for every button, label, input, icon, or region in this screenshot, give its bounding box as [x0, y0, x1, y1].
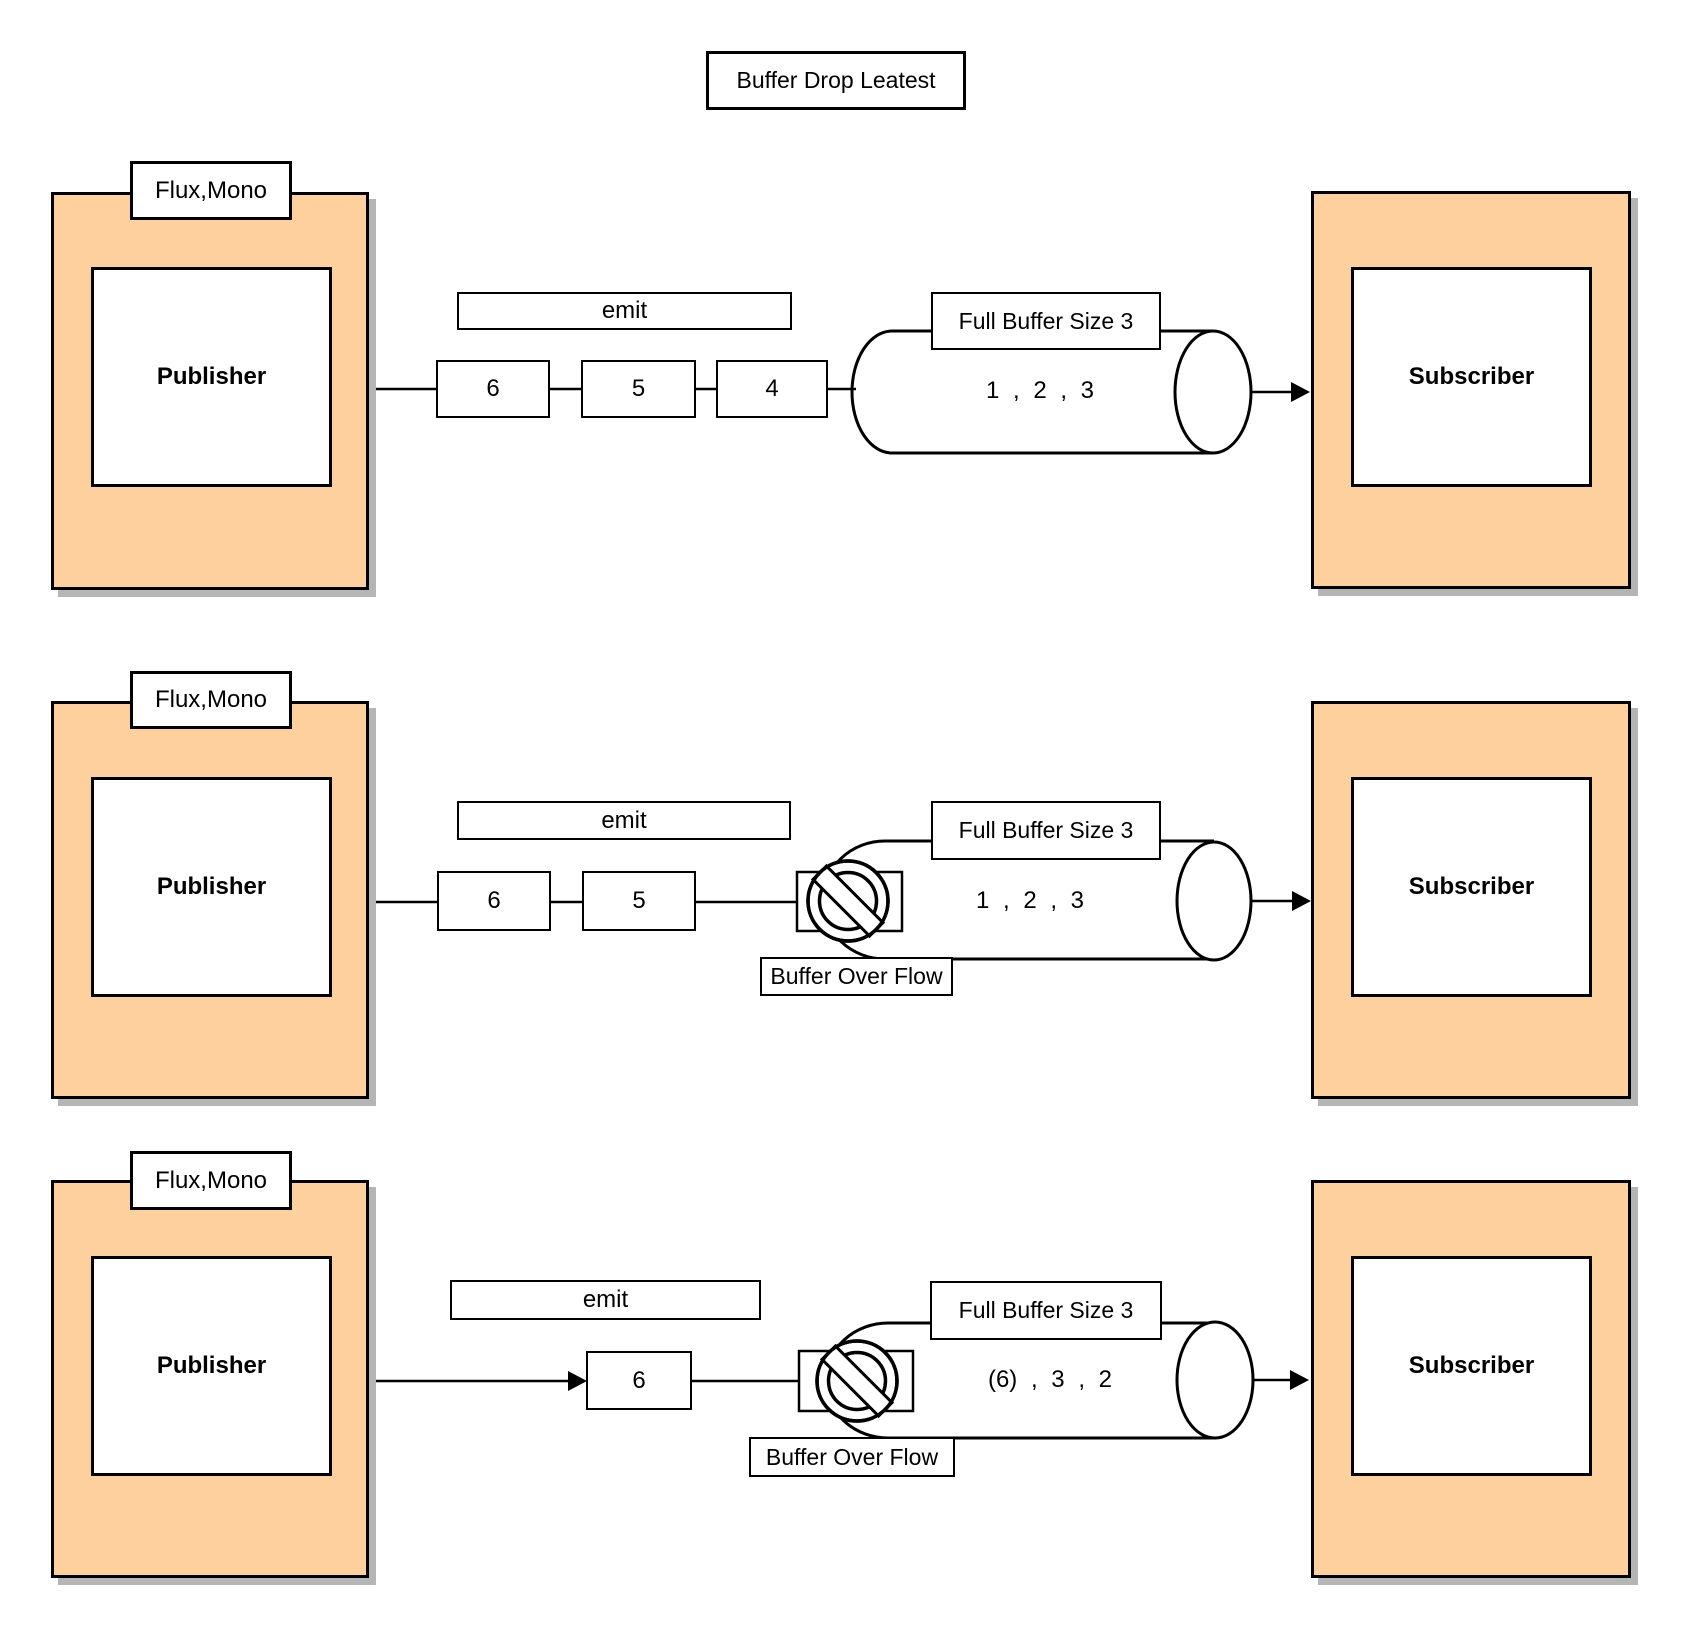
- arrowhead-icon: [1291, 382, 1310, 402]
- buffer-size-label: Full Buffer Size 3: [930, 1281, 1162, 1340]
- subscriber-label: Subscriber: [1351, 267, 1592, 487]
- cylinder-end-cap: [1173, 329, 1253, 455]
- subscriber-label: Subscriber: [1351, 777, 1592, 997]
- row2-connectors: [369, 839, 1311, 962]
- flux-mono-tab: Flux,Mono: [130, 161, 292, 220]
- cylinder-end-cap: [1175, 1320, 1255, 1440]
- buffer-overflow-label: Buffer Over Flow: [749, 1437, 955, 1477]
- no-entry-icon: [806, 859, 890, 943]
- arrowhead-icon: [1290, 1370, 1309, 1390]
- arrowhead-icon: [1292, 891, 1311, 911]
- no-entry-icon: [815, 1339, 899, 1423]
- emit-label: emit: [450, 1280, 761, 1320]
- buffer-contents: 1 , 2 , 3: [975, 887, 1085, 914]
- flux-mono-tab: Flux,Mono: [130, 671, 292, 729]
- queue-item: 6: [437, 871, 551, 931]
- arrowhead-icon: [568, 1371, 587, 1391]
- publisher-label: Publisher: [91, 777, 332, 997]
- diagram-title: Buffer Drop Leatest: [706, 51, 966, 110]
- emit-label: emit: [457, 801, 791, 840]
- buffer-size-label: Full Buffer Size 3: [931, 292, 1161, 350]
- row3-connectors: [369, 1320, 1309, 1440]
- buffer-contents: (6) , 3 , 2: [987, 1366, 1113, 1393]
- publisher-label: Publisher: [91, 267, 332, 487]
- emit-label: emit: [457, 292, 792, 330]
- queue-item: 5: [581, 360, 696, 418]
- queue-item: 6: [586, 1351, 692, 1410]
- queue-item: 4: [716, 360, 828, 418]
- subscriber-label: Subscriber: [1351, 1256, 1592, 1476]
- queue-item: 5: [582, 871, 696, 931]
- cylinder-end-cap: [1175, 840, 1253, 962]
- flux-mono-tab: Flux,Mono: [130, 1151, 292, 1210]
- buffer-contents: 1 , 2 , 3: [985, 377, 1095, 404]
- buffer-overflow-label: Buffer Over Flow: [760, 957, 953, 996]
- queue-item: 6: [436, 360, 550, 418]
- buffer-size-label: Full Buffer Size 3: [931, 801, 1161, 860]
- publisher-label: Publisher: [91, 1256, 332, 1476]
